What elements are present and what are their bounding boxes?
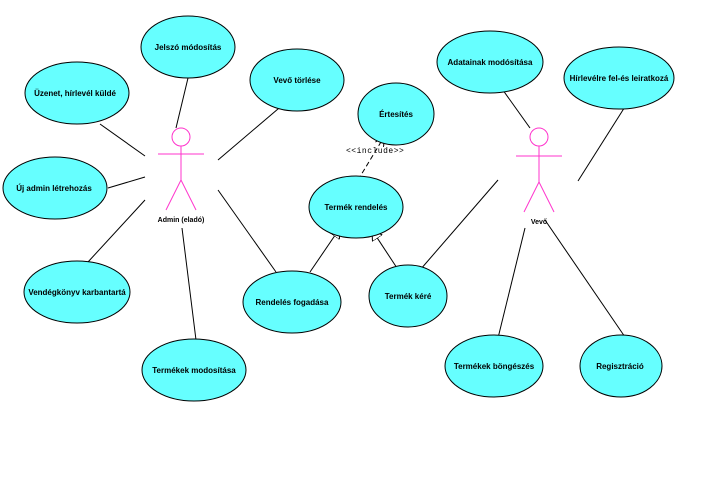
usecase-regisztracio[interactable]: Regisztráció [579,334,663,398]
actor-admin[interactable]: Admin (eladó) [158,127,205,224]
actor-admin-head [171,127,191,147]
generalization-termek-kere [372,230,398,269]
svg-text:Adatainak modósítása: Adatainak modósítása [448,58,533,67]
actor-vevo-head [529,127,549,147]
include-dependency [357,137,384,181]
svg-text:Vendégkönyv karbantartá: Vendégkönyv karbantartá [28,288,126,297]
actor-vevo[interactable]: Vevő [516,127,562,226]
svg-text:Rendelés fogadása: Rendelés fogadása [256,298,329,307]
svg-text:Új admin létrehozás: Új admin létrehozás [16,184,92,193]
assoc-vevo-regisztracio [544,219,626,338]
svg-text:Jelszó módosítás: Jelszó módosítás [155,43,222,52]
actor-vevo-label: Vevő [531,219,547,226]
actor-vevo-leg-left [523,181,540,213]
usecase-rendeles-fogadas[interactable]: Rendelés fogadása [242,270,342,334]
svg-text:Regisztráció: Regisztráció [596,362,644,371]
usecase-hirlevel-feliratkozas[interactable]: Hírlevélre fel-és leiratkozá [563,46,675,110]
usecase-vevo-torles[interactable]: Vevő törlése [249,48,345,112]
svg-text:Értesítés: Értesítés [379,110,413,119]
actor-admin-leg-right [180,179,197,211]
usecase-adatainak-modositasa[interactable]: Adatainak modósítása [436,30,544,94]
svg-text:Hírlevélre fel-és leiratkozá: Hírlevélre fel-és leiratkozá [570,74,669,83]
svg-text:Termékek modosítása: Termékek modosítása [152,366,236,375]
assoc-vevo-hirlevel [577,101,629,182]
actor-admin-leg-left [165,179,182,211]
assoc-admin-jelszo [175,77,189,129]
usecase-termekek-modositas[interactable]: Termékek modosítása [141,338,247,402]
include-label: <<include>> [346,147,404,156]
svg-text:Üzenet, hírlevél küldé: Üzenet, hírlevél küldé [34,89,116,98]
actor-vevo-leg-right [538,181,555,213]
svg-text:Vevő törlése: Vevő törlése [273,76,321,85]
assoc-admin-rendeles-fogadas [217,189,277,273]
actor-admin-label: Admin (eladó) [158,217,205,224]
usecase-uj-admin[interactable]: Új admin létrehozás [2,156,108,220]
usecase-vendegkonyv[interactable]: Vendégkönyv karbantartá [23,260,131,324]
usecase-jelszo-modositas[interactable]: Jelszó módosítás [140,15,236,79]
usecase-termek-kere[interactable]: Termék kéré [368,264,448,328]
usecase-ertesites[interactable]: Értesítés [357,82,435,146]
assoc-admin-uzenet [99,123,146,157]
assoc-vevo-termek-kere [419,179,499,271]
assoc-vevo-bongeszes [497,227,526,339]
svg-text:Termékek böngészés: Termékek böngészés [454,362,535,371]
usecase-termekek-bongeszes[interactable]: Termékek böngészés [444,334,544,398]
usecase-uzenet-hirlevel[interactable]: Üzenet, hírlevél küldé [24,61,130,125]
assoc-admin-uj-admin [107,176,146,189]
assoc-admin-vevo-torles [217,102,286,161]
assoc-admin-vendegkonyv [87,199,146,263]
assoc-admin-termekek-mod [181,227,197,341]
assoc-vevo-adatainak [499,85,531,129]
usecase-termek-rendeles[interactable]: Termék rendelés [308,175,404,239]
svg-text:Termék kéré: Termék kéré [385,292,432,301]
svg-text:Termék rendelés: Termék rendelés [325,203,389,212]
